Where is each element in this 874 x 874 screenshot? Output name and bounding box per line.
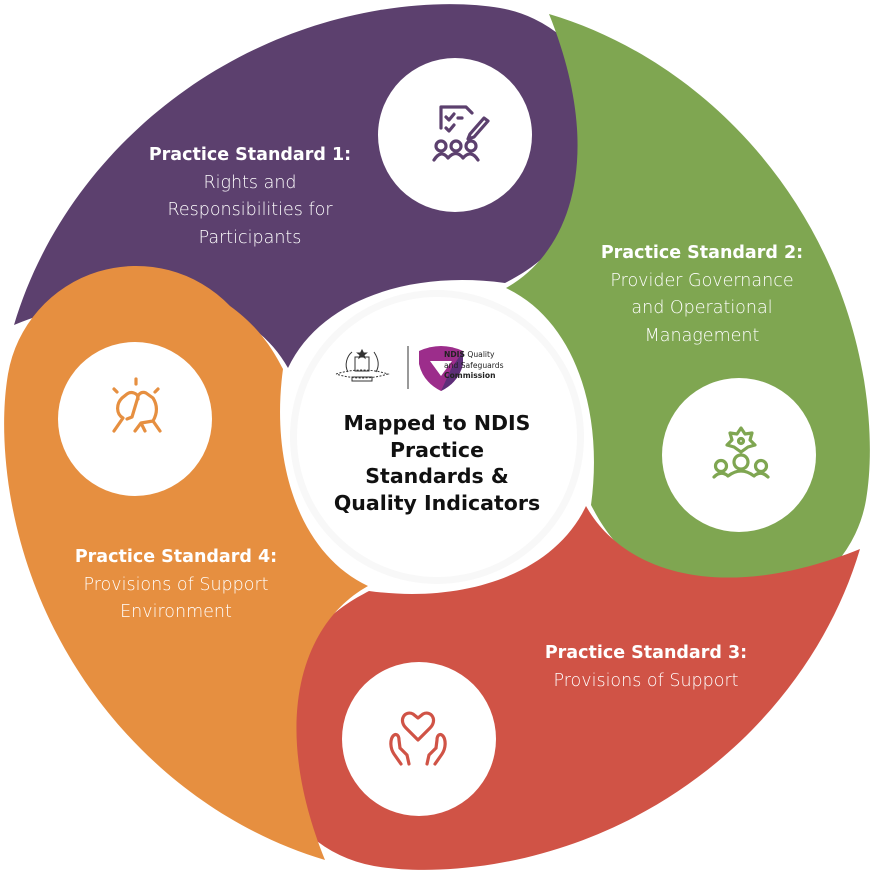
icon-circle-standard-1 (378, 58, 532, 212)
label-standard-2: Practice Standard 2: Provider Governance… (572, 240, 832, 350)
label-title: Practice Standard 4: (74, 547, 278, 567)
commission-logo-text: NDIS Quality and Safeguards Commission (444, 350, 504, 380)
segment-standard-1 (14, 4, 609, 369)
label-title: Practice Standard 1: (148, 145, 352, 165)
australian-coat-of-arms-icon (335, 348, 390, 382)
gear-people-icon (712, 426, 770, 479)
ndis-commission-shield-icon (419, 346, 463, 391)
label-standard-3: Practice Standard 3: Provisions of Suppo… (516, 640, 776, 695)
label-title: Practice Standard 3: (544, 643, 748, 663)
label-standard-4: Practice Standard 4: Provisions of Suppo… (46, 544, 306, 627)
segment-standard-4 (4, 265, 369, 860)
logo-area: NDIS Quality and Safeguards Commission (332, 342, 542, 392)
label-title: Practice Standard 2: (600, 243, 804, 263)
label-standard-1: Practice Standard 1: Rights and Responsi… (120, 142, 380, 252)
center-title: Mapped to NDIS Practice Standards & Qual… (333, 411, 541, 515)
checklist-people-icon (432, 105, 490, 162)
hands-heart-icon (389, 711, 447, 766)
fist-bump-icon (112, 377, 162, 433)
